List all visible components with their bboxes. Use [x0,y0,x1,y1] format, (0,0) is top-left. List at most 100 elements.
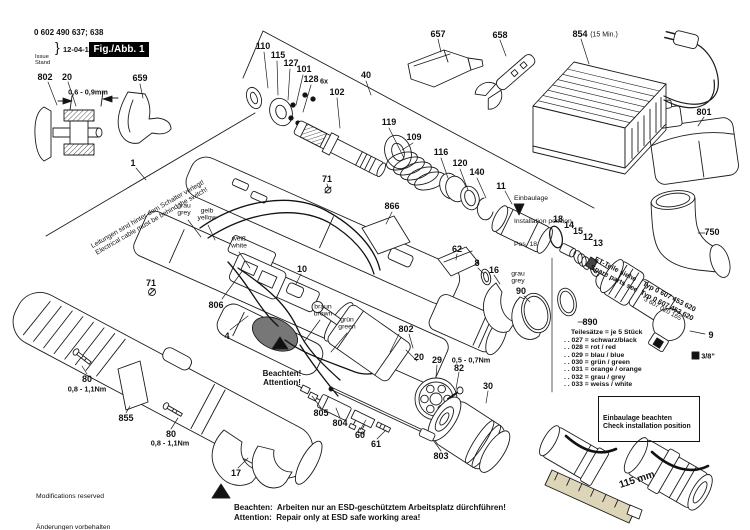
motor-group-drawing [295,300,511,473]
callout-115-6: 115 [270,50,286,60]
callout-15-23: 15 [572,226,584,236]
installation-position-note: Einbaulage Installation position Pos. 18 [514,195,572,248]
clamp-parts-drawing [437,246,551,340]
color-table-row-6: . . 033 = weiss / white [564,381,633,389]
callout-82-43: 82 [453,363,465,373]
color-table-row-0: . . 027 = schwarz/black [564,337,637,344]
leader-lines [47,38,706,469]
screw-80-b [162,402,183,417]
part-17-shell-a [211,429,263,486]
issue-brace: } [55,39,60,55]
wrench-658-drawing [474,54,536,110]
callout-40-11: 40 [360,70,372,80]
callout-0-5-0-7Nm-42: 0,5 - 0,7Nm [451,355,491,365]
modifications-note: Modifications reserved Änderungen vorbeh… [36,493,111,530]
callout-17-51: 17 [230,468,242,478]
callout-71-18: 71 [321,174,333,184]
callout-116-15: 116 [433,147,449,157]
part-855-sticker [117,360,149,411]
callout-20-1: 20 [61,72,73,82]
part-60 [348,409,376,435]
angle-head-drawing [557,256,700,360]
color-table-row-3: . . 030 = grün / green [564,359,630,367]
callout-866-19: 866 [384,201,400,211]
callout-102-12: 102 [329,87,345,97]
callout-0-8-1-1Nm-50: 0,8 - 1,1Nm [150,438,190,448]
callout-801-56: 801 [696,107,712,117]
callout-71-32: 71 [145,278,157,288]
callout-854-54: 854 [572,29,588,39]
callout-13-25: 13 [592,238,604,248]
elbow-750-drawing [650,190,731,278]
callout-803-45: 803 [433,451,449,461]
assembled-tool-drawing [12,288,323,489]
esd-warning-triangle-icon [211,483,231,499]
color-table-row-4: . . 031 = orange / orange [564,366,642,374]
callout-120-16: 120 [452,158,468,168]
callout-890-57: 890 [582,317,598,327]
callout-18-21: 18 [552,214,564,224]
part-804 [317,394,352,421]
document-part-number: 0 602 490 637; 638 [34,28,104,37]
callout-140-17: 140 [469,167,485,177]
down-arrow-icon [513,203,525,216]
callout-9-58: 9 [708,330,714,340]
callout-80-46: 80 [81,374,93,384]
callout-0-8-1-1Nm-47: 0,8 - 1,1Nm [67,384,107,394]
callout-62-27: 62 [451,244,463,254]
install-inset-drawing [539,425,713,524]
callout-61-38: 61 [370,439,382,449]
callout-110-5: 110 [255,41,271,51]
color-table-row-1: . . 028 = rot / red [564,344,616,352]
callout-750-26: 750 [704,227,720,237]
callout-60-37: 60 [354,430,366,440]
part-802-drawing [34,91,119,162]
callout-101-8: 101 [296,64,312,74]
callout-4-34: 4 [224,331,230,341]
callout-805-35: 805 [313,408,329,418]
color-table-row-2: . . 029 = blau / blue [564,351,625,359]
callout-16-29: 16 [488,265,500,275]
rubber-boot [251,316,299,352]
sleeve-11-drawing [491,203,609,290]
part-866-sheet [361,215,411,255]
callout-90-30: 90 [515,286,527,296]
figure-label: Fig./Abb. 1 [89,42,149,57]
callout-804-36: 804 [332,418,348,428]
callout-802-0: 802 [37,72,53,82]
part-17-shell-b [251,445,293,489]
callout-128-9: 128 [303,74,319,84]
screw-80-a [72,348,92,365]
part-659-drawing [117,91,172,144]
callout-657-52: 657 [430,29,446,39]
callout-109-14: 109 [406,132,422,142]
part-806-switch [228,253,287,300]
charger-854-drawing [532,30,719,175]
callout-0-6-0-9mm-2: 0,6 - 0,9mm [68,87,108,97]
spindle-group-drawing [245,86,494,221]
color-table-header: Teilesätze = je 5 Stück [571,329,643,336]
callout-6x-10: 6x [319,76,329,86]
callout-802-39: 802 [398,324,414,334]
callout-3-8--59: 3/8" [701,351,715,361]
callout-127-7: 127 [283,58,299,68]
callout-12-24: 12 [582,232,594,242]
callout-10-31: 10 [296,264,308,274]
part-61 [375,421,392,433]
issue-date: 12-04-10 [63,45,94,54]
warning-triangle-icon [271,336,289,350]
callout-658-53: 658 [492,30,508,40]
part-10-button [286,282,305,299]
callout-30-44: 30 [482,381,494,391]
esd-warning: Beachten: Arbeiten nur an ESD-geschützte… [234,503,506,522]
callout-11-20: 11 [496,181,506,191]
callout-20-40: 20 [413,352,425,362]
